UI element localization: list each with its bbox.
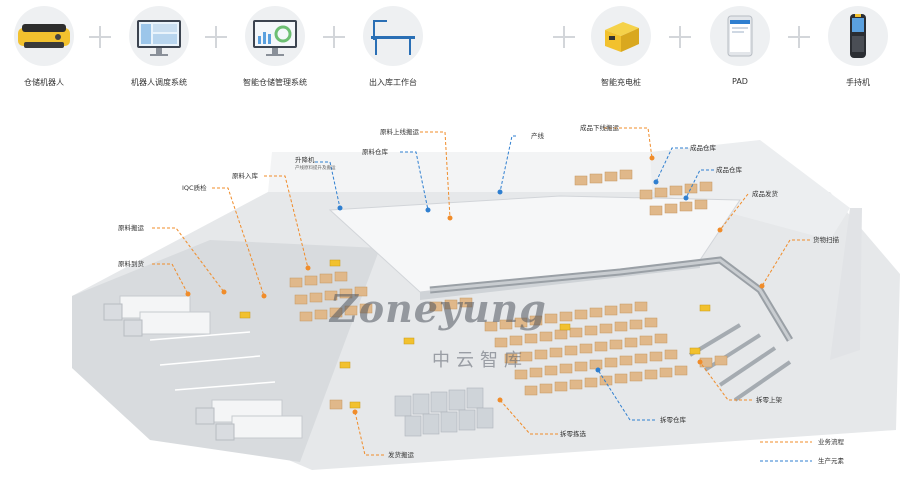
charging-pile-icon xyxy=(591,6,651,66)
tool-label: 出入库工作台 xyxy=(343,77,443,88)
warehouse-scene: Zoneyung 中云智库 原料上线搬运 产线 成品下线搬运 原料仓库 成品仓库… xyxy=(0,100,900,479)
handheld-terminal-icon xyxy=(828,6,888,66)
wms-monitor-icon xyxy=(245,6,305,66)
tool-handheld: 手持机 xyxy=(808,6,900,88)
legend-production-label: 生产元素 xyxy=(818,457,844,465)
plus-icon xyxy=(89,26,111,48)
label-finished-offline: 成品下线搬运 xyxy=(580,124,619,132)
label-raw-transport: 原料搬运 xyxy=(118,224,144,232)
dispatch-monitor-icon xyxy=(129,6,189,66)
label-raw-arrival: 原料到货 xyxy=(118,260,144,268)
tool-label: 机器人调度系统 xyxy=(109,77,209,88)
label-finished-warehouse-2: 成品仓库 xyxy=(716,166,742,174)
tool-workbench: 出入库工作台 xyxy=(343,6,443,88)
plus-icon xyxy=(205,26,227,48)
label-finished-shipping: 成品发货 xyxy=(752,190,778,198)
label-raw-warehouse: 原料仓库 xyxy=(362,148,388,156)
label-split-shelf: 拆零上架 xyxy=(756,396,782,404)
tool-label: 手持机 xyxy=(808,77,900,88)
tablet-icon xyxy=(710,6,770,66)
plus-icon xyxy=(323,26,345,48)
label-production-line: 产线 xyxy=(531,132,544,140)
legend-business-label: 业务流程 xyxy=(818,438,844,446)
label-raw-upline: 原料上线搬运 xyxy=(380,128,419,136)
tool-warehouse-robot: 仓储机器人 xyxy=(0,6,94,88)
tool-charging-pile: 智能充电桩 xyxy=(571,6,671,88)
label-raw-inbound: 原料入库 xyxy=(232,172,258,180)
plus-icon xyxy=(788,26,810,48)
label-lift-sub: 产线原料提升及搬运 xyxy=(295,165,336,173)
tool-pad: PAD xyxy=(690,6,790,86)
watermark-cn: 中云智库 xyxy=(432,346,528,372)
tool-dispatch-system: 机器人调度系统 xyxy=(109,6,209,88)
label-split-pick: 拆零拣选 xyxy=(560,430,586,438)
label-iqc: IQC质检 xyxy=(182,184,207,192)
label-ship-transport: 发货搬运 xyxy=(388,451,414,459)
label-goods-scan: 货物扫描 xyxy=(813,236,839,244)
warehouse-robot-icon xyxy=(14,6,74,66)
tool-wms: 智能仓储管理系统 xyxy=(225,6,325,88)
tool-label: 智能仓储管理系统 xyxy=(225,77,325,88)
label-lift: 升降机 xyxy=(295,156,315,164)
plus-icon xyxy=(669,26,691,48)
label-finished-warehouse-1: 成品仓库 xyxy=(690,144,716,152)
product-row: 仓储机器人 机器人调度系统 xyxy=(0,0,900,100)
label-split-warehouse: 拆零仓库 xyxy=(660,416,686,424)
tool-label: 智能充电桩 xyxy=(571,77,671,88)
workbench-icon xyxy=(363,6,423,66)
tool-label: 仓储机器人 xyxy=(0,77,94,88)
watermark-brand: Zoneyung xyxy=(330,286,547,331)
tool-label: PAD xyxy=(690,77,790,86)
